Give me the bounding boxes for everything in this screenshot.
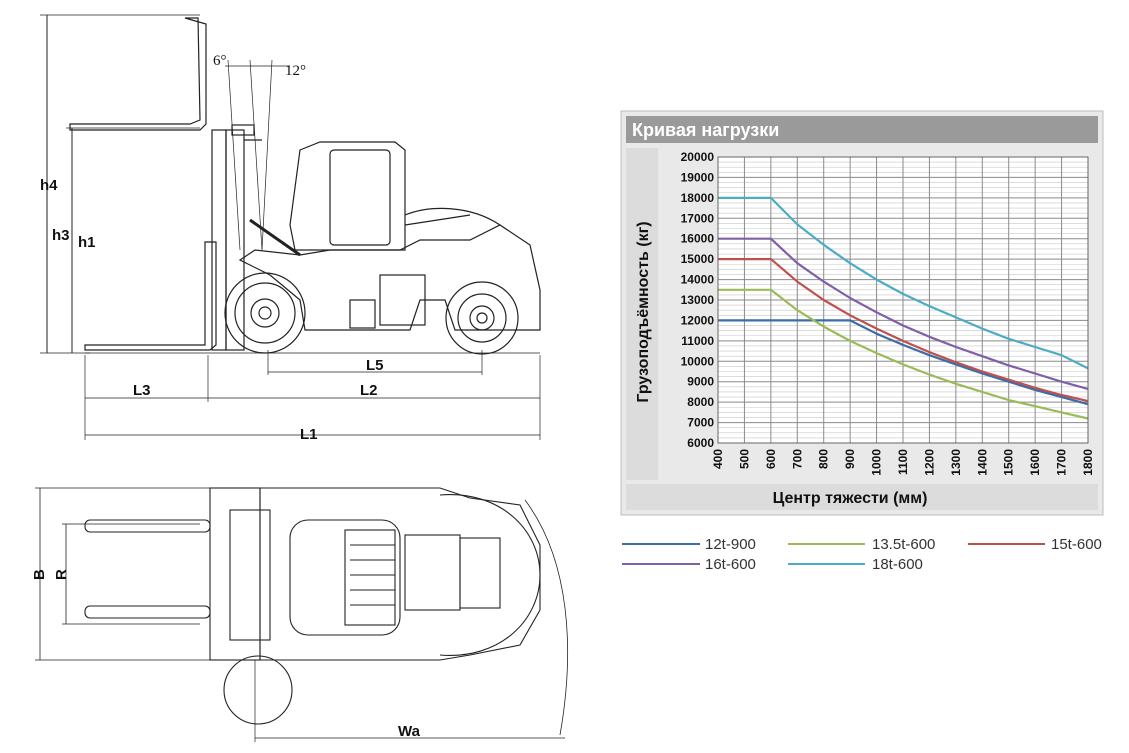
plot-border <box>717 156 1089 444</box>
y-tick-label: 10000 <box>681 354 715 368</box>
series-line-16t-600 <box>718 237 1089 390</box>
chart-ticks: 6000 7000 8000 9000 10000 11000 12000 13000 1400… <box>681 150 1095 476</box>
x-tick-label: 1700 <box>1055 449 1069 476</box>
x-tick-label: 600 <box>764 449 778 469</box>
y-tick-label: 9000 <box>687 375 714 389</box>
legend-label-12t-900: 12t-900 <box>705 536 756 553</box>
series-line-12t-900 <box>718 319 1089 406</box>
y-tick-label: 20000 <box>681 150 715 164</box>
x-tick-label: 1300 <box>949 449 963 476</box>
chart-legend: 12t-900 13.5t-600 15t-600 16t-600 18t-60… <box>622 536 1102 573</box>
legend-label-15t-600: 15t-600 <box>1051 536 1102 553</box>
label-l5: L5 <box>366 357 384 374</box>
x-title-panel <box>626 484 1098 510</box>
y-tick-label: 19000 <box>681 170 715 184</box>
x-tick-label: 1600 <box>1028 449 1042 476</box>
y-tick-label: 17000 <box>681 211 715 225</box>
y-tick-label: 7000 <box>687 416 714 430</box>
x-tick-label: 700 <box>790 449 804 469</box>
chart-title: Кривая нагрузки <box>632 120 779 140</box>
x-tick-label: 1500 <box>1002 449 1016 476</box>
label-angle-backward: 12° <box>285 63 306 79</box>
x-tick-label: 1000 <box>870 449 884 476</box>
label-b: B <box>31 569 48 580</box>
y-tick-label: 14000 <box>681 273 715 287</box>
label-h4: h4 <box>40 177 58 194</box>
label-wa: Wa <box>398 723 421 740</box>
series-line-18t-600 <box>718 196 1089 370</box>
chart-title-bar <box>626 116 1098 143</box>
series-line-15t-600 <box>718 258 1089 403</box>
x-tick-label: 1100 <box>896 449 910 475</box>
label-angle-forward: 6° <box>213 53 227 69</box>
y-tick-label: 13000 <box>681 293 715 307</box>
x-tick-label: 900 <box>843 449 857 469</box>
x-tick-label: 1200 <box>922 449 936 476</box>
y-tick-label: 8000 <box>687 395 714 409</box>
chart-grid <box>717 156 1089 444</box>
y-axis-title: Грузоподъёмность (кг) <box>635 221 652 402</box>
y-tick-label: 11000 <box>681 334 714 348</box>
label-h3: h3 <box>52 227 70 244</box>
label-h1: h1 <box>78 234 96 251</box>
x-axis-title: Центр тяжести (мм) <box>773 490 928 507</box>
y-tick-label: 6000 <box>687 436 714 450</box>
y-tick-label: 16000 <box>681 232 715 246</box>
label-l3: L3 <box>133 382 151 399</box>
load-chart: Кривая нагрузки Грузоподъёмность (кг) Це… <box>620 110 1104 516</box>
x-tick-label: 1800 <box>1081 449 1095 476</box>
x-tick-label: 400 <box>711 449 725 469</box>
x-tick-label: 1400 <box>975 449 989 476</box>
side-view <box>40 14 541 440</box>
legend-label-18t-600: 18t-600 <box>872 556 923 573</box>
y-tick-label: 15000 <box>681 252 715 266</box>
label-l1: L1 <box>300 426 318 443</box>
series-line-13-5t-600 <box>718 288 1089 420</box>
y-title-panel <box>626 148 658 480</box>
chart-series <box>718 196 1089 420</box>
label-l2: L2 <box>360 382 378 399</box>
y-tick-label: 12000 <box>681 313 715 327</box>
top-view <box>35 487 568 742</box>
legend-label-16t-600: 16t-600 <box>705 556 756 573</box>
x-tick-label: 800 <box>817 449 831 469</box>
label-r: R <box>53 569 70 580</box>
x-tick-label: 500 <box>737 449 751 469</box>
legend-label-13-5t-600: 13.5t-600 <box>872 536 935 553</box>
y-tick-label: 18000 <box>681 191 715 205</box>
